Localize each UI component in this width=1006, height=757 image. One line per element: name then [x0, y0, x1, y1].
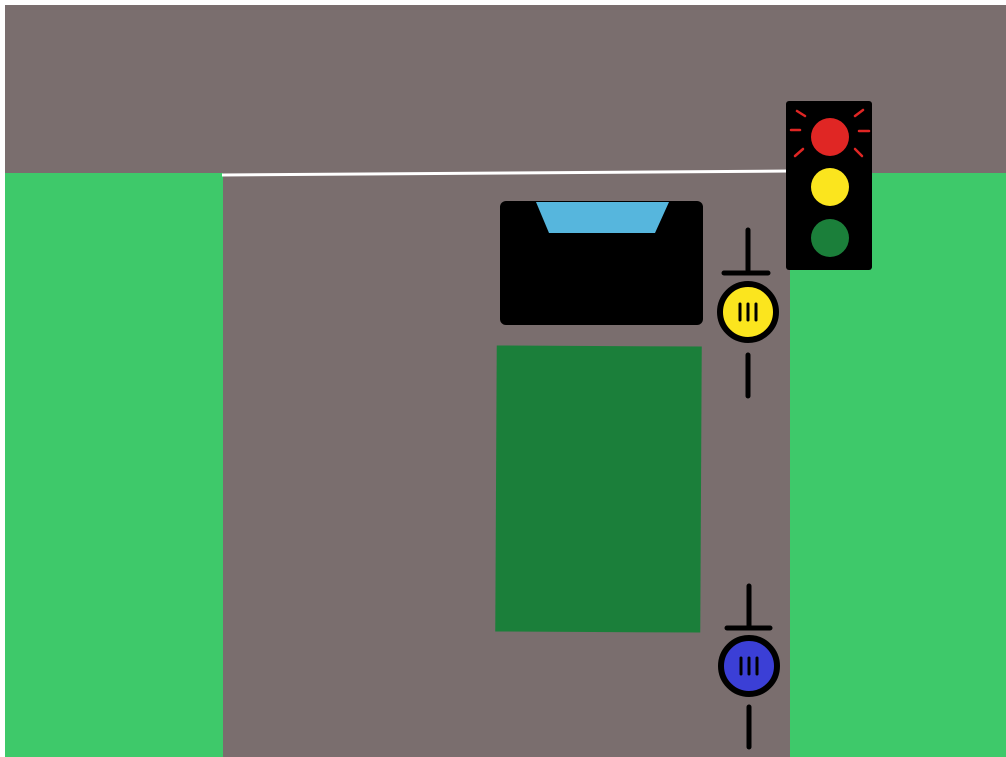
grass-left — [5, 173, 223, 757]
traffic-light — [786, 101, 872, 270]
truck-top-view — [495, 201, 703, 633]
traffic-light-green-lamp — [811, 219, 849, 257]
truck-cargo-box — [495, 345, 701, 632]
truck-windshield — [536, 202, 669, 233]
traffic-light-yellow-lamp — [811, 168, 849, 206]
traffic-light-red-lamp — [811, 118, 849, 156]
